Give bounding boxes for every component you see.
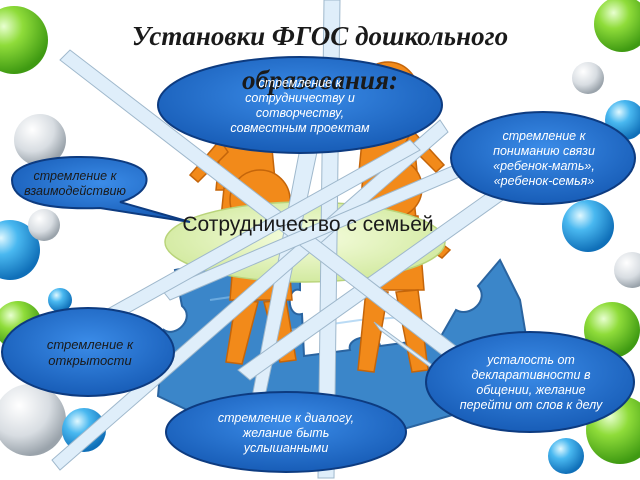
slide-title: Установки ФГОС дошкольного образования: [131, 21, 509, 95]
bubble-left-top-text: стремление к взаимодействию [24, 169, 126, 198]
bubble-left-top [10, 156, 191, 223]
bubble-left-bottom-text: стремление к открытости [46, 337, 134, 368]
bubble-right-bottom-text: усталость от декларативности в общении, … [459, 353, 603, 412]
bubble-top [157, 56, 443, 154]
bubble-right-bottom [425, 331, 635, 433]
bubble-bottom [165, 391, 407, 473]
bubble-left-bottom [1, 307, 175, 397]
bubble-right-top-text: стремление к пониманию связи «ребенок-ма… [493, 129, 595, 188]
bubble-top-text: стремление к сотрудничеству и сотворчест… [230, 76, 370, 135]
callout-bubbles [1, 56, 636, 473]
center-label: Сотрудничество с семьей [182, 213, 434, 236]
bubble-bottom-text: стремление к диалогу, желание быть услыш… [217, 410, 355, 455]
bubble-right-top [450, 111, 636, 205]
